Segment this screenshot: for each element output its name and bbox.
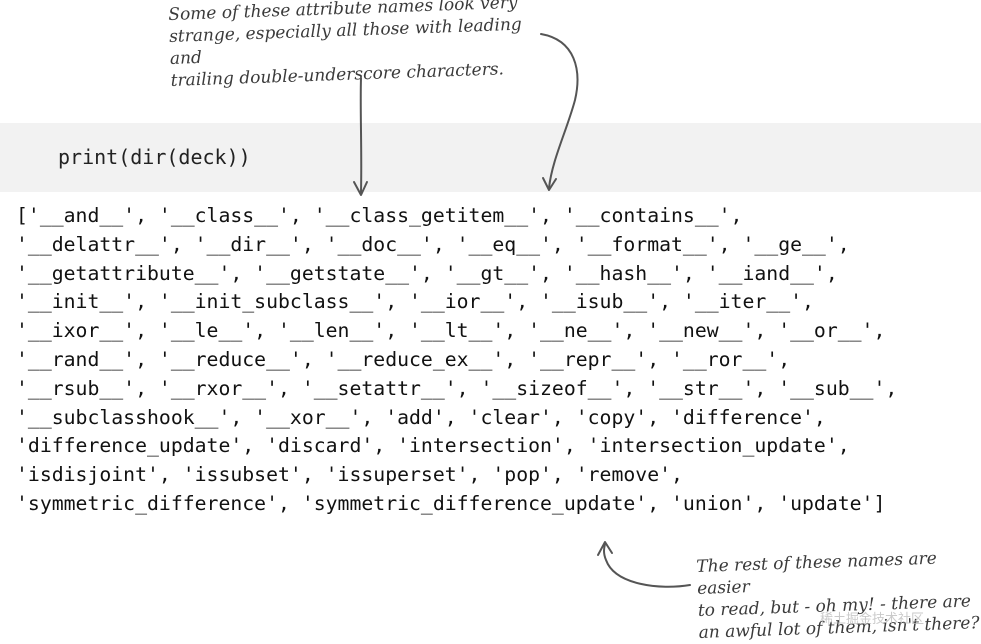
output-line: '__init__', '__init_subclass__', '__ior_… — [16, 290, 814, 314]
output-line: '__delattr__', '__dir__', '__doc__', '__… — [16, 232, 850, 256]
output-line: 'symmetric_difference', 'symmetric_diffe… — [16, 491, 886, 515]
top-annotation: Some of these attribute names look very … — [168, 0, 523, 91]
code-input-band — [0, 123, 981, 192]
watermark-text: 稀土掘金技术社区 — [820, 612, 925, 627]
bottom-annotation: The rest of these names are easier to re… — [696, 548, 980, 643]
arrow-head-up — [597, 541, 613, 556]
output-line: ['__and__', '__class__', '__class_getite… — [16, 204, 743, 227]
output-line: '__subclasshook__', '__xor__', 'add', 'c… — [16, 405, 826, 429]
output-line: '__rand__', '__reduce__', '__reduce_ex__… — [16, 347, 791, 371]
output-line: '__rsub__', '__rxor__', '__setattr__', '… — [16, 376, 898, 400]
output-line: '__ixor__', '__le__', '__len__', '__lt__… — [16, 319, 886, 343]
arrow-up — [603, 543, 691, 588]
output-line: 'difference_update', 'discard', 'interse… — [16, 434, 850, 458]
output-line: '__getattribute__', '__getstate__', '__g… — [16, 261, 838, 285]
code-command: print(dir(deck)) — [58, 145, 251, 169]
output-block: ['__and__', '__class__', '__class_getite… — [16, 202, 976, 519]
output-line: 'isdisjoint', 'issubset', 'issuperset', … — [16, 463, 683, 487]
